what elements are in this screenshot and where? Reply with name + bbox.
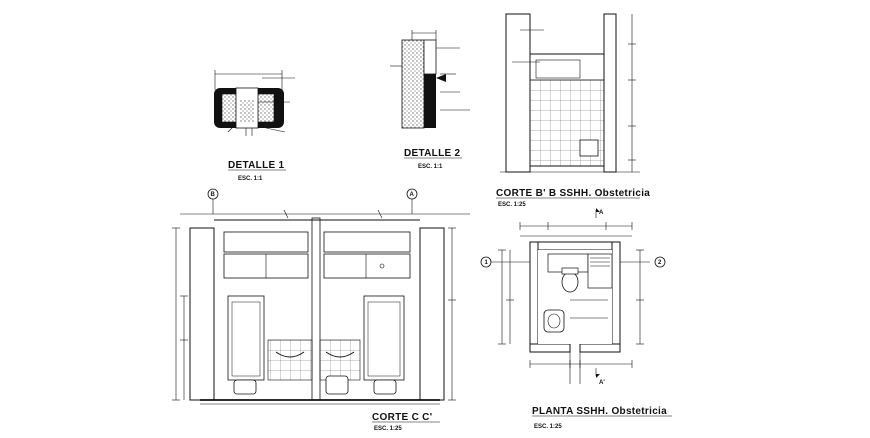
planta-scale: ESC. 1:25 bbox=[534, 424, 562, 430]
detalle-1-title: DETALLE 1 bbox=[228, 160, 285, 171]
detalle-2-drawing bbox=[390, 30, 470, 129]
corte-bb-scale: ESC. 1:25 bbox=[498, 202, 526, 208]
planta-drawing bbox=[480, 208, 666, 384]
detalle-2-scale: ESC. 1:1 bbox=[418, 164, 443, 170]
axis-label-plan-left: 1 bbox=[485, 260, 489, 266]
corte-cc-drawing bbox=[172, 188, 470, 405]
corte-bb-drawing bbox=[500, 13, 640, 173]
corte-cc-title: CORTE C C' bbox=[372, 412, 432, 423]
axis-label-plan-right: 2 bbox=[658, 260, 662, 266]
cut-label-top: A bbox=[599, 210, 604, 216]
axis-label-right: A bbox=[410, 192, 415, 198]
corte-bb-title: CORTE B' B SSHH. Obstetricia bbox=[496, 188, 650, 199]
corte-cc-scale: ESC. 1:25 bbox=[374, 426, 402, 432]
detalle-1-drawing bbox=[214, 70, 295, 136]
detalle-2-title: DETALLE 2 bbox=[404, 148, 461, 159]
planta-title: PLANTA SSHH. Obstetricia bbox=[532, 406, 667, 417]
detalle-1-scale: ESC. 1:1 bbox=[238, 176, 263, 182]
cut-label-bottom: A' bbox=[599, 380, 605, 386]
axis-label-left: B bbox=[211, 192, 216, 198]
